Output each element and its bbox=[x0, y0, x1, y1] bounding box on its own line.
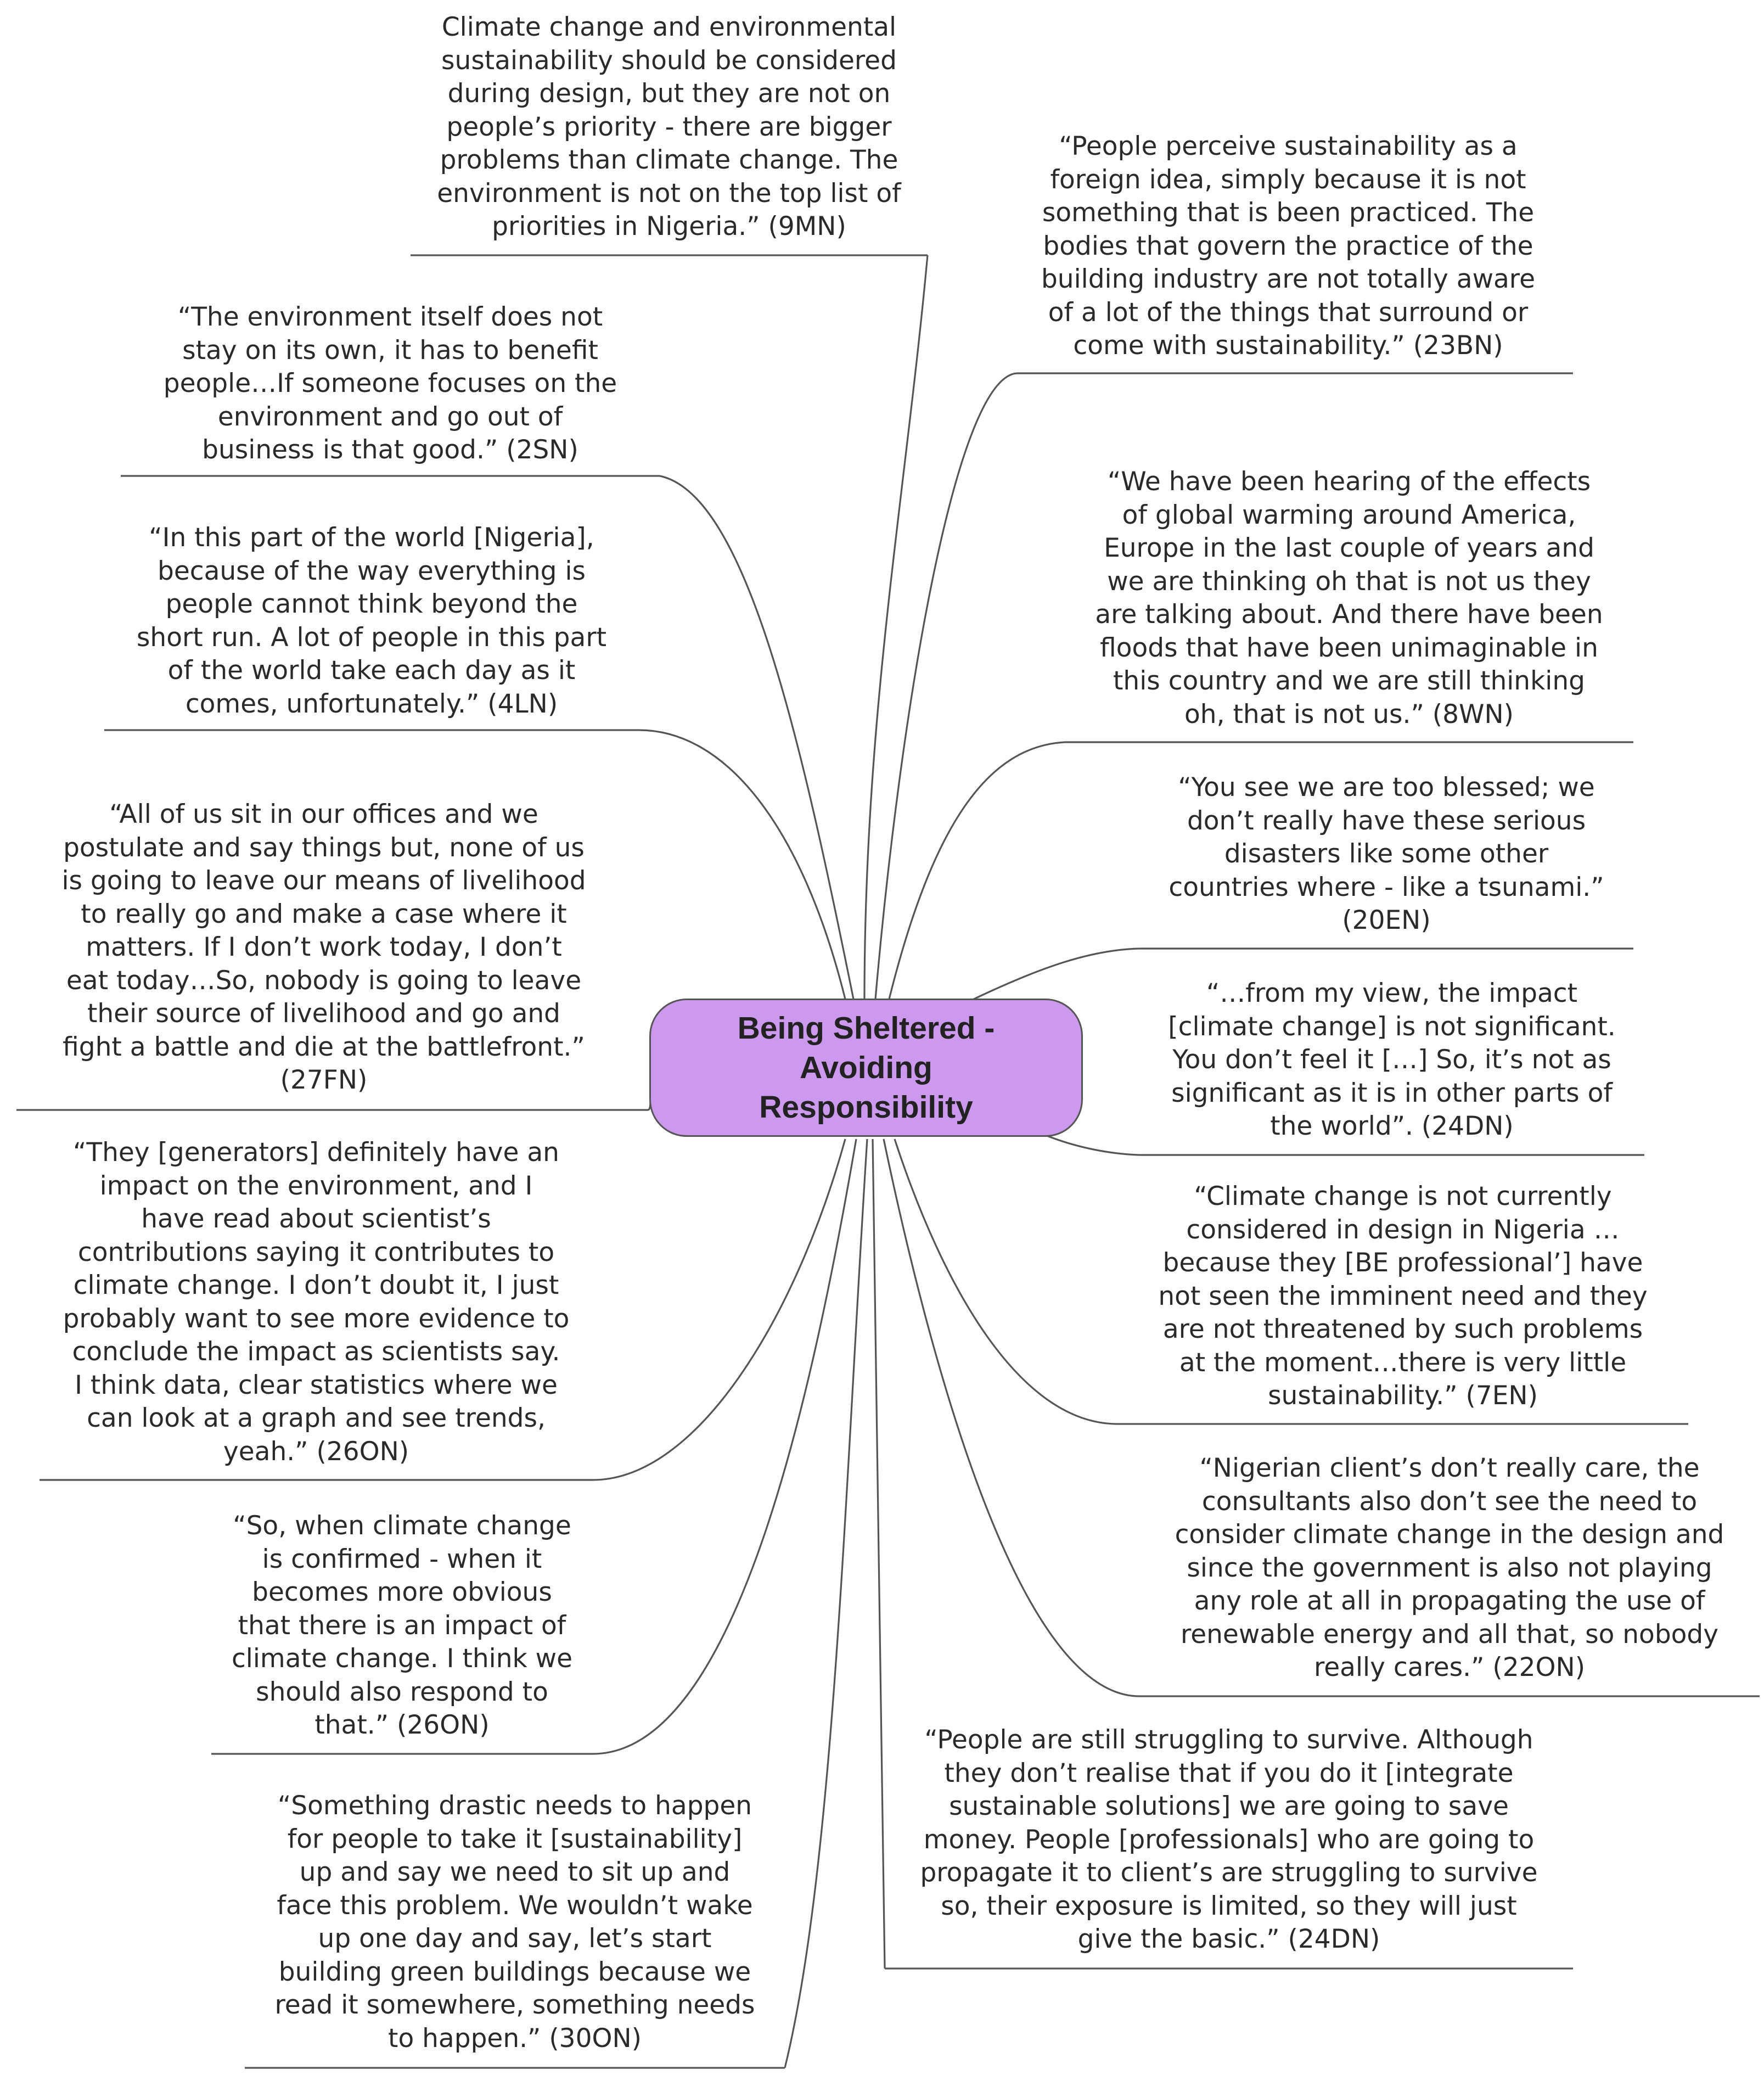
quote-27fn: “All of us sit in our offices and we pos… bbox=[61, 799, 586, 1095]
quote-24dn-b: “People are still struggling to survive.… bbox=[920, 1725, 1538, 1954]
branch-23bn bbox=[874, 372, 1017, 1000]
central-topic-node[interactable]: Being Sheltered - Avoiding Responsibilit… bbox=[649, 999, 1083, 1137]
quote-8wn: “We have been hearing of the effects of … bbox=[1095, 467, 1603, 730]
quote-20en: “You see we are too blessed; we don’t re… bbox=[1168, 772, 1604, 935]
quote-7en: “Climate change is not currently conside… bbox=[1158, 1181, 1648, 1411]
branch-20en bbox=[971, 947, 1140, 1001]
quote-4ln: “In this part of the world [Nigeria], be… bbox=[136, 523, 607, 719]
branch-26on-b bbox=[592, 1139, 857, 1755]
branch-24dn-b bbox=[872, 1139, 886, 1969]
branch-2sn bbox=[659, 475, 855, 1000]
quote-26on-a: “They [generators] definitely have an im… bbox=[63, 1137, 570, 1467]
branch-30on bbox=[784, 1139, 868, 2068]
quote-26on-b: “So, when climate change is confirmed - … bbox=[231, 1511, 573, 1740]
quote-2sn: “The environment itself does not stay on… bbox=[163, 302, 617, 465]
branch-24dn-a bbox=[1045, 1134, 1140, 1156]
quote-23bn: “People perceive sustainability as a for… bbox=[1041, 131, 1536, 361]
branch-7en bbox=[894, 1139, 1118, 1425]
branch-9mn bbox=[863, 255, 929, 1000]
quote-30on: “Something drastic needs to happen for p… bbox=[274, 1791, 755, 2054]
branch-8wn bbox=[888, 741, 1065, 1000]
quote-9mn: Climate change and environmental sustain… bbox=[437, 12, 901, 242]
branch-4ln bbox=[638, 729, 846, 1000]
branch-22on bbox=[883, 1139, 1140, 1697]
branch-26on-a bbox=[592, 1139, 846, 1481]
central-topic-title: Being Sheltered - Avoiding Responsibilit… bbox=[737, 1011, 995, 1125]
quote-22on: “Nigerian client’s don’t really care, th… bbox=[1175, 1453, 1724, 1683]
quote-24dn-a: “…from my view, the impact [climate chan… bbox=[1168, 978, 1616, 1141]
